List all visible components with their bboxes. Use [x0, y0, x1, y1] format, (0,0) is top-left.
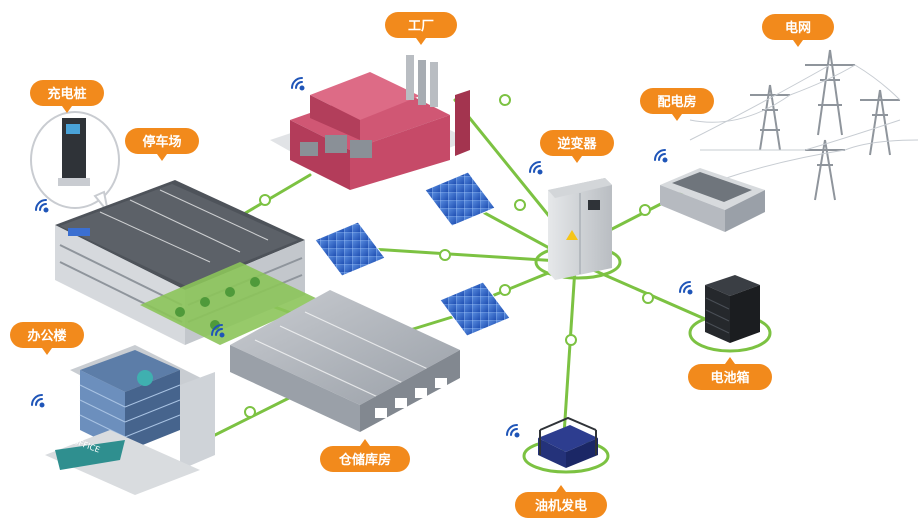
wifi-icon — [654, 149, 668, 163]
labels: 充电桩 停车场 工厂 电网 配电房 逆变器 — [10, 12, 834, 518]
link-dot — [499, 284, 511, 296]
label-text: 电网 — [785, 20, 811, 36]
wifi-icons — [31, 77, 693, 438]
label-text: 工厂 — [408, 19, 434, 34]
link-inverter-solar1 — [353, 246, 577, 264]
label-text: 逆变器 — [557, 136, 597, 152]
link-dot — [259, 194, 271, 206]
link-dot — [514, 199, 526, 211]
charging-pile-icon — [30, 111, 120, 213]
label-text: 办公楼 — [27, 328, 66, 344]
label-text: 电池箱 — [710, 370, 749, 386]
link-dot — [439, 249, 451, 261]
inverter-cabinet-icon — [534, 178, 622, 280]
power-tower-icon — [689, 49, 918, 201]
label-diesel-generator: 油机发电 — [515, 485, 607, 518]
link-dot — [244, 406, 256, 418]
label-inverter: 逆变器 — [540, 130, 614, 163]
distribution-room-icon — [660, 168, 765, 232]
label-text: 油机发电 — [535, 498, 587, 514]
label-text: 仓储库房 — [338, 452, 391, 468]
label-parking: 停车场 — [125, 128, 199, 161]
factory-icon — [270, 55, 470, 190]
label-charging-pile: 充电桩 — [30, 80, 104, 113]
label-factory: 工厂 — [385, 12, 457, 45]
label-text: 充电桩 — [47, 86, 86, 102]
office-building-icon: OFFICE — [45, 345, 215, 495]
link-inverter-generator — [561, 266, 577, 452]
label-distribution-room: 配电房 — [640, 88, 714, 121]
label-office: 办公楼 — [10, 322, 84, 355]
wifi-icon — [679, 281, 693, 295]
wifi-icon — [506, 424, 520, 438]
link-dot — [499, 94, 511, 106]
wifi-icon — [529, 161, 543, 175]
parking-building-icon — [55, 180, 320, 345]
label-warehouse: 仓储库房 — [320, 439, 410, 472]
label-text: 配电房 — [657, 94, 696, 110]
solar-panel-icon — [314, 171, 511, 337]
link-dot — [565, 334, 577, 346]
label-text: 停车场 — [142, 134, 181, 150]
link-dot — [639, 204, 651, 216]
wifi-icon — [291, 77, 305, 91]
battery-cabinet-icon — [688, 275, 772, 353]
generator-icon — [522, 416, 610, 474]
warehouse-icon — [230, 290, 460, 432]
link-dot — [642, 292, 654, 304]
wifi-icon — [211, 324, 225, 338]
wifi-icon — [35, 199, 49, 213]
label-battery-box: 电池箱 — [688, 357, 772, 390]
wifi-icon — [31, 394, 45, 408]
label-grid: 电网 — [762, 14, 834, 47]
